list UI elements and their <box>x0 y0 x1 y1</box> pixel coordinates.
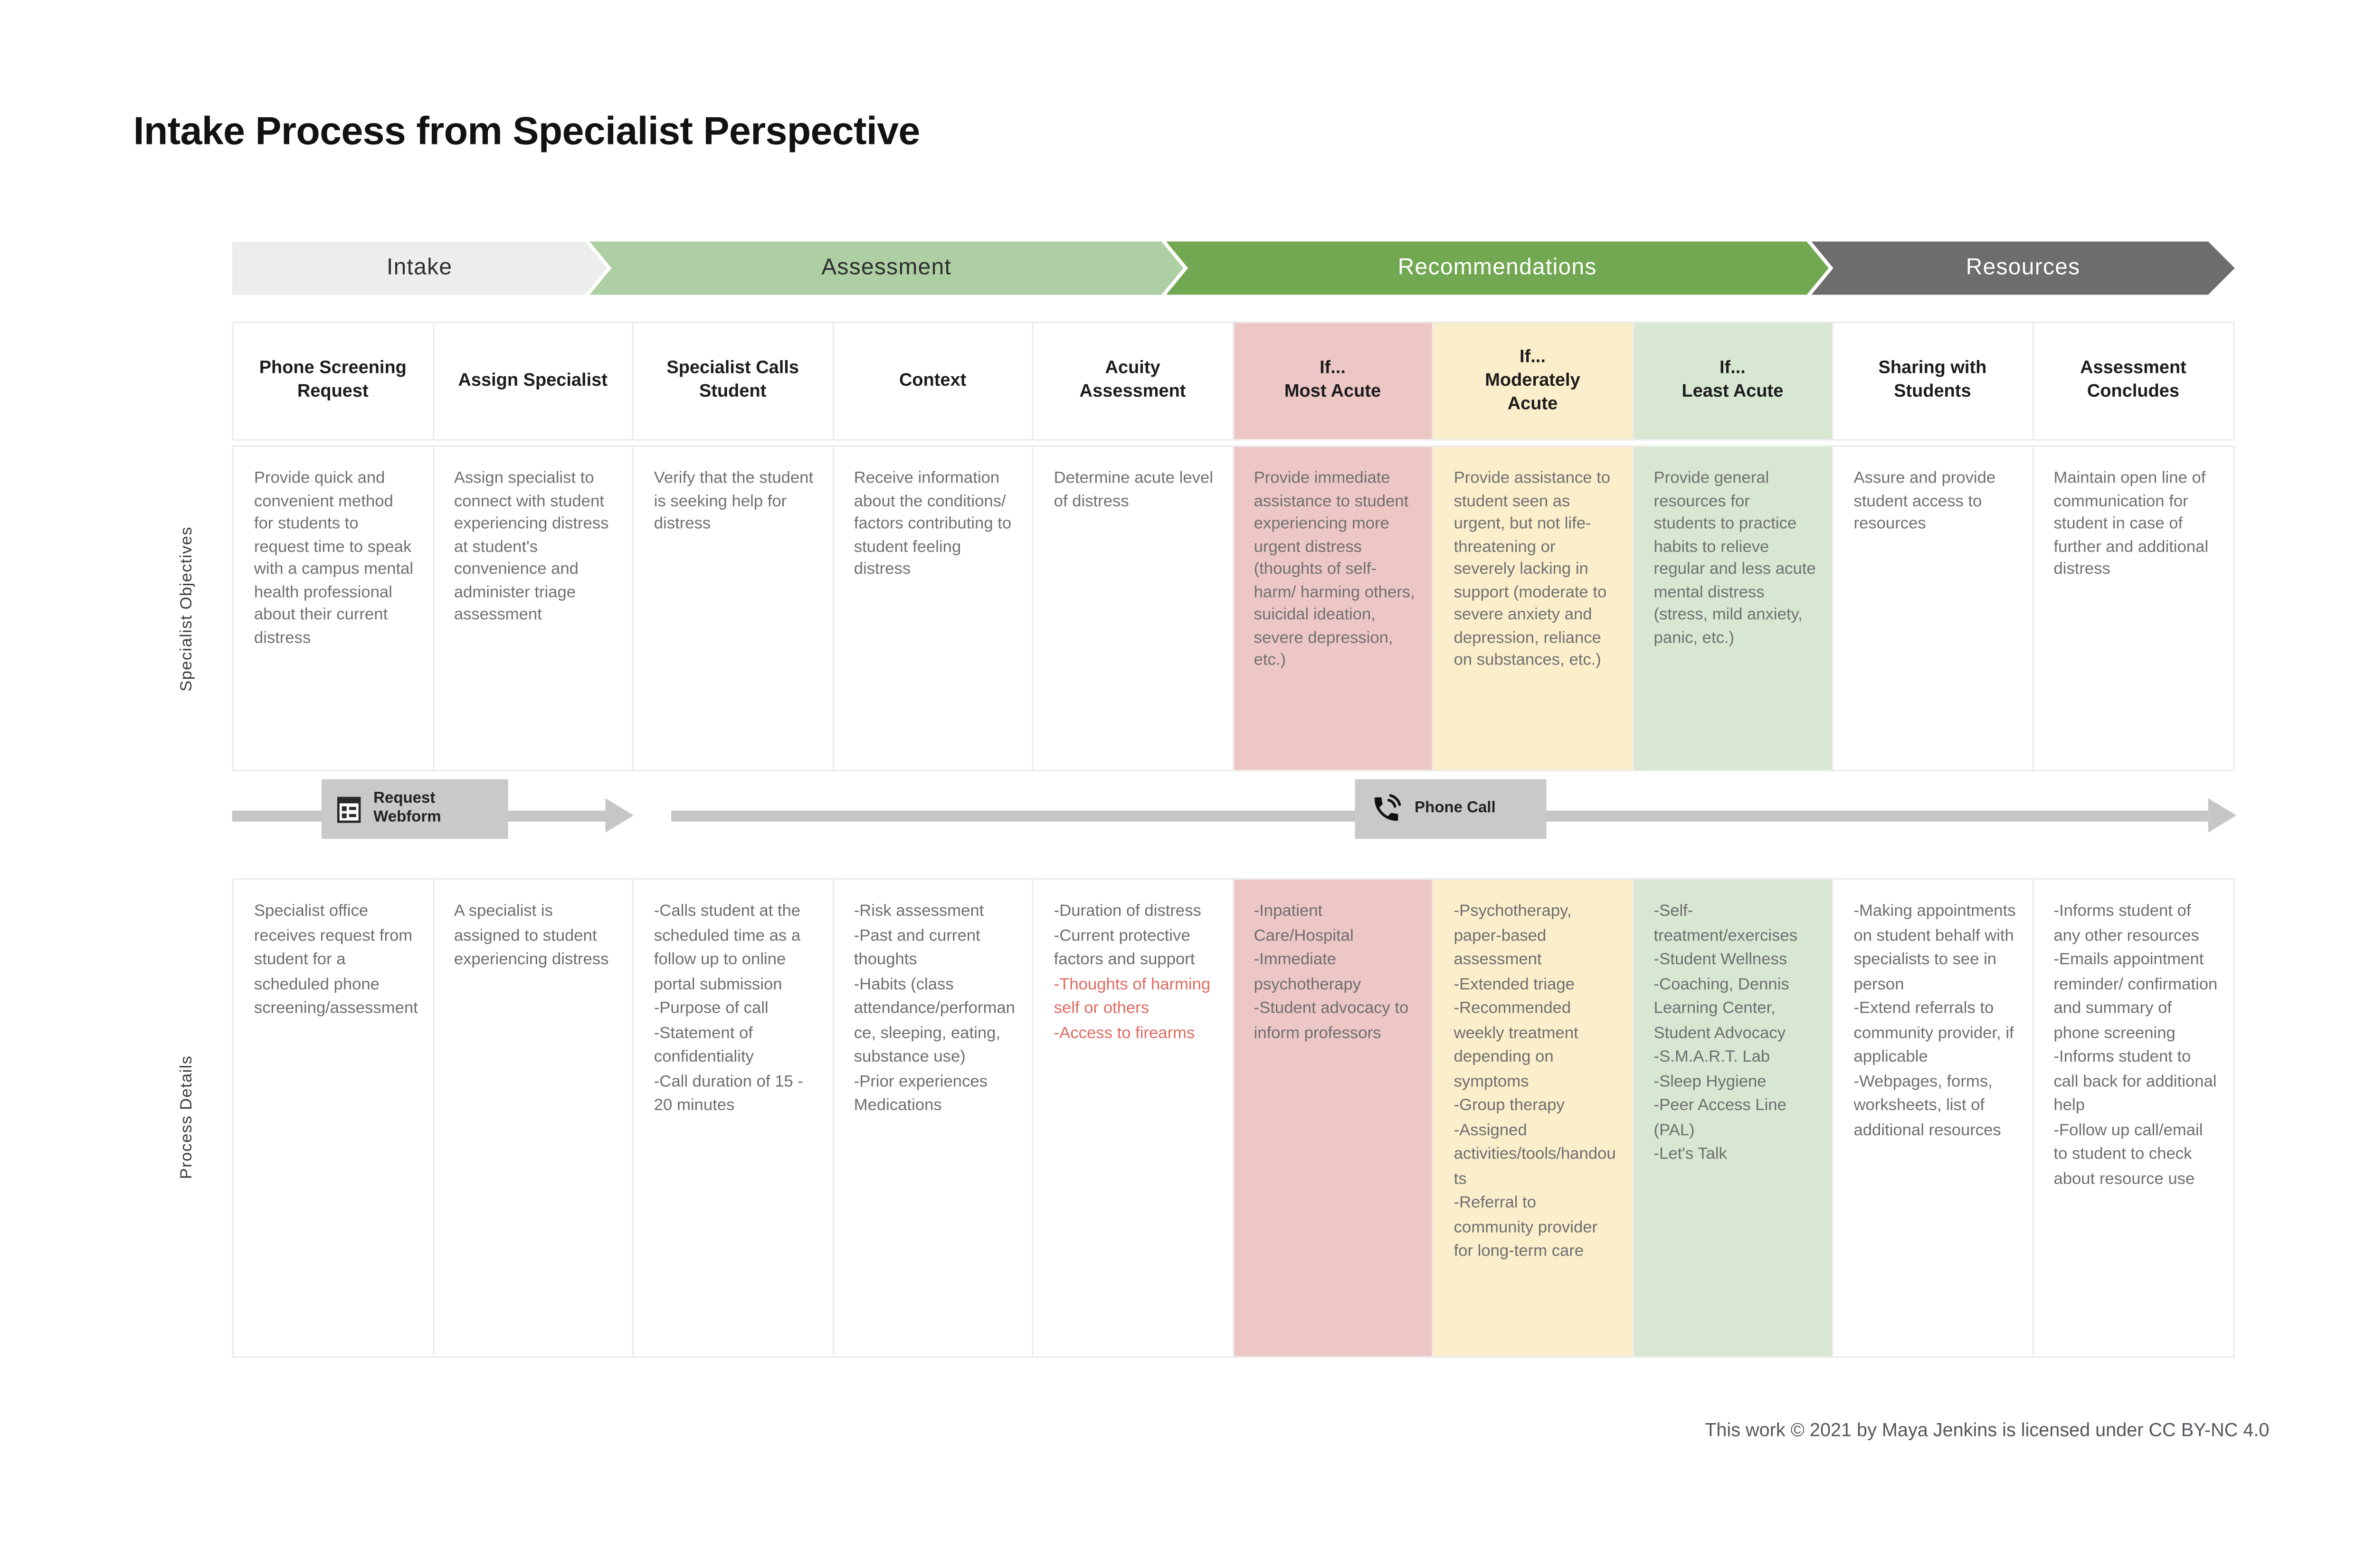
detail-item: -Informs student of any other resources <box>2053 902 2199 945</box>
header-cell-phone-screening-request: Phone Screening Request <box>233 323 434 439</box>
detail-item: Specialist office receives request from … <box>254 902 418 1018</box>
detail-cell-if-least-acute: -Self-treatment/exercises -Student Wellne… <box>1633 879 1834 1357</box>
detail-item: -Assigned activities/tools/handouts <box>1454 1120 1616 1188</box>
license-text: This work © 2021 by Maya Jenkins is lice… <box>1705 1419 2270 1441</box>
detail-cell-assign-specialist: A specialist is assigned to student expe… <box>433 879 634 1357</box>
detail-cell-specialist-calls-student: -Calls student at the scheduled time as … <box>633 879 834 1357</box>
detail-cell-sharing-with-students: -Making appointments on student behalf w… <box>1833 879 2033 1357</box>
objective-cell-if-least-acute: Provide general resources for students t… <box>1633 447 1834 770</box>
header-cell-assign-specialist: Assign Specialist <box>433 323 634 439</box>
detail-item: -Peer Access Line (PAL) <box>1653 1096 1786 1140</box>
flow-arrowhead-intake <box>605 798 634 833</box>
detail-item: -Self-treatment/exercises <box>1653 902 1798 945</box>
objective-cell-specialist-calls-student: Verify that the student is seeking help … <box>633 447 834 770</box>
detail-item: -Referral to community provider for long… <box>1454 1193 1598 1261</box>
detail-item: A specialist is assigned to student expe… <box>454 902 609 969</box>
objectives-row: Provide quick and convenient method for … <box>232 445 2235 772</box>
detail-cell-if-moderately-acute: -Psychotherapy, paper-based assessment -E… <box>1433 879 1634 1357</box>
row-label-specialist-objectives: Specialist Objectives <box>177 526 196 691</box>
detail-item: -S.M.A.R.T. Lab <box>1653 1047 1770 1066</box>
header-cell-if-moderately-acute: If... Moderately Acute <box>1433 323 1634 439</box>
detail-item: -Calls student at the scheduled time as … <box>654 902 801 994</box>
phase-segment-assessment: Assessment <box>589 241 1183 295</box>
phase-segment-resources: Resources <box>1811 241 2234 295</box>
objective-cell-phone-screening-request: Provide quick and convenient method for … <box>233 447 434 770</box>
phase-label: Intake <box>386 256 453 281</box>
objective-cell-assign-specialist: Assign specialist to connect with studen… <box>433 447 634 770</box>
detail-item: -Recommended weekly treatment depending … <box>1454 998 1578 1091</box>
page-title: Intake Process from Specialist Perspecti… <box>133 110 921 154</box>
request-webform-label: Request Webform <box>373 789 441 827</box>
phase-label: Recommendations <box>1397 256 1597 281</box>
objective-cell-context: Receive information about the conditions… <box>833 447 1034 770</box>
detail-item: Medications <box>854 1096 942 1115</box>
phase-label: Assessment <box>821 256 952 281</box>
objective-cell-assessment-concludes: Maintain open line of communication for … <box>2033 447 2233 770</box>
detail-item: -Past and current thoughts <box>854 926 980 969</box>
objective-cell-if-most-acute: Provide immediate assistance to student … <box>1233 447 1434 770</box>
detail-item: -Coaching, Dennis Learning Center, Stude… <box>1653 974 1789 1042</box>
header-cell-assessment-concludes: Assessment Concludes <box>2033 323 2233 439</box>
flow-band: Request Webform Phone Call <box>232 771 2237 878</box>
details-row: Specialist office receives request from … <box>232 878 2235 1358</box>
detail-item: -Purpose of call <box>654 998 769 1018</box>
detail-item: -Webpages, forms, worksheets, list of ad… <box>1853 1072 2001 1140</box>
header-cell-if-least-acute: If... Least Acute <box>1633 323 1834 439</box>
detail-item: -Student Wellness <box>1653 950 1787 969</box>
detail-item: -Emails appointment reminder/ confirmati… <box>2053 950 2218 1042</box>
detail-item: -Inpatient Care/Hospital <box>1254 902 1354 945</box>
detail-cell-acuity-assessment: -Duration of distress -Current protective… <box>1033 879 1234 1357</box>
detail-item: -Informs student to call back for additi… <box>2053 1047 2217 1115</box>
detail-item: -Habits (class attendance/performance, s… <box>854 974 1015 1066</box>
header-cell-if-most-acute: If... Most Acute <box>1233 323 1434 439</box>
detail-cell-context: -Risk assessment -Past and current though… <box>833 879 1034 1357</box>
detail-item: -Follow up call/email to student to chec… <box>2053 1120 2203 1188</box>
detail-item: -Immediate psychotherapy <box>1254 950 1361 994</box>
objective-cell-acuity-assessment: Determine acute level of distress <box>1033 447 1234 770</box>
header-cell-context: Context <box>833 323 1034 439</box>
detail-cell-assessment-concludes: -Informs student of any other resources -… <box>2033 879 2233 1357</box>
detail-item: -Psychotherapy, paper-based assessment <box>1454 902 1572 969</box>
webform-icon <box>337 796 361 822</box>
detail-item: -Student advocacy to inform professors <box>1254 998 1409 1042</box>
detail-item: -Prior experiences <box>854 1072 988 1091</box>
detail-item: -Access to firearms <box>1054 1023 1195 1042</box>
phone-call-icon <box>1374 794 1401 821</box>
detail-item: -Call duration of 15 - 20 minutes <box>654 1072 803 1115</box>
objective-cell-sharing-with-students: Assure and provide student access to res… <box>1833 447 2033 770</box>
header-cell-sharing-with-students: Sharing with Students <box>1833 323 2033 439</box>
detail-item: -Duration of distress <box>1054 902 1201 921</box>
detail-cell-if-most-acute: -Inpatient Care/Hospital -Immediate psych… <box>1233 879 1434 1357</box>
phone-call-label: Phone Call <box>1415 799 1496 817</box>
phase-bar: Intake Assessment Recommendations Resources <box>232 241 2235 295</box>
detail-item: -Current protective factors and support <box>1054 926 1195 969</box>
detail-item: -Statement of confidentiality <box>654 1023 754 1066</box>
detail-item: -Making appointments on student behalf w… <box>1853 902 2016 994</box>
detail-item: -Sleep Hygiene <box>1653 1072 1767 1091</box>
header-cell-specialist-calls-student: Specialist Calls Student <box>633 323 834 439</box>
phase-segment-intake: Intake <box>232 241 607 295</box>
flow-arrowhead-main <box>2208 798 2237 833</box>
phone-call-chip: Phone Call <box>1355 779 1547 839</box>
detail-cell-phone-screening-request: Specialist office receives request from … <box>233 879 434 1357</box>
detail-item: -Risk assessment <box>854 902 984 921</box>
detail-item: -Extend referrals to community provider,… <box>1853 998 2014 1066</box>
detail-item: -Thoughts of harming self or others <box>1054 974 1211 1018</box>
objective-cell-if-moderately-acute: Provide assistance to student seen as ur… <box>1433 447 1634 770</box>
detail-item: -Extended triage <box>1454 974 1575 994</box>
phase-label: Resources <box>1966 256 2080 281</box>
detail-item: -Group therapy <box>1454 1096 1565 1115</box>
header-cell-acuity-assessment: Acuity Assessment <box>1033 323 1234 439</box>
request-webform-chip: Request Webform <box>321 779 508 839</box>
phase-segment-recommendations: Recommendations <box>1166 241 1829 295</box>
row-label-process-details: Process Details <box>177 1056 196 1180</box>
detail-item: -Let's Talk <box>1653 1144 1727 1164</box>
